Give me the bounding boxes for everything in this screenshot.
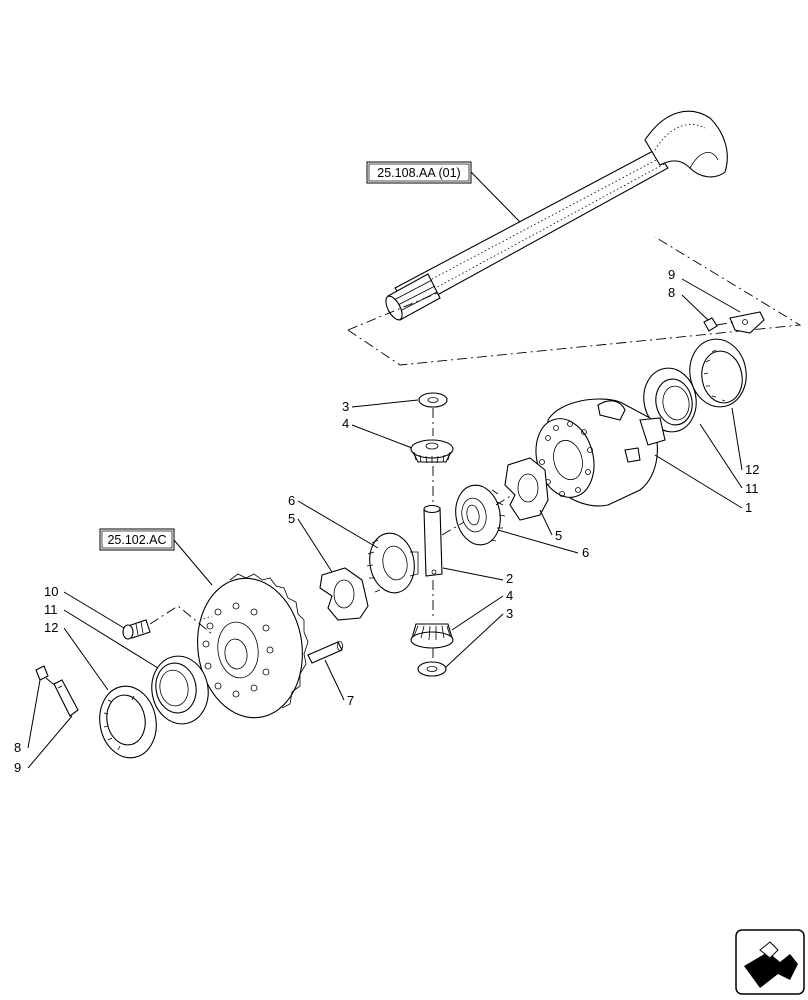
- callout-5-right: 5: [555, 528, 562, 543]
- bearing-right: [643, 367, 697, 433]
- roll-pin: [307, 641, 343, 664]
- reference-axle-shaft[interactable]: 25.108.AA (01): [366, 161, 472, 184]
- callout-8-left: 8: [14, 740, 21, 755]
- callout-3-bottom: 3: [506, 606, 513, 621]
- lock-plate-left: [53, 679, 79, 717]
- callout-4-top: 4: [342, 416, 349, 431]
- adjuster-ring-left: [99, 685, 157, 759]
- thrust-plate-left: [319, 567, 369, 621]
- reference-ring-gear[interactable]: 25.102.AC: [99, 528, 175, 551]
- thrust-plate-right: [504, 457, 549, 521]
- ring-gear: [197, 573, 309, 719]
- callout-4-bottom: 4: [506, 588, 513, 603]
- side-gear-right: [455, 484, 506, 546]
- callout-9-left: 9: [14, 760, 21, 775]
- callout-11-right: 11: [745, 481, 759, 496]
- thrust-washer-top: [418, 392, 448, 408]
- callout-1: 1: [745, 500, 752, 515]
- differential-case: [535, 398, 666, 507]
- ring-gear-bolt: [122, 619, 151, 640]
- bolt-left: [35, 665, 59, 689]
- side-gear-left: [366, 532, 419, 594]
- callout-9-right: 9: [668, 267, 675, 282]
- pinion-gear-top: [410, 439, 454, 464]
- callout-7: 7: [347, 693, 354, 708]
- thrust-washer-bottom: [417, 661, 447, 677]
- callout-11-left: 11: [44, 602, 58, 617]
- bearing-left: [151, 655, 209, 725]
- adjuster-ring-right: [689, 338, 747, 408]
- next-page-arrow-icon[interactable]: [735, 929, 805, 995]
- pinion-gear-bottom: [410, 623, 454, 649]
- callout-6-right: 6: [582, 545, 589, 560]
- callout-12-left: 12: [44, 620, 58, 635]
- callout-8-right: 8: [668, 285, 675, 300]
- callout-10: 10: [44, 584, 58, 599]
- cross-pin: [423, 504, 443, 577]
- reference-axle-shaft-label: 25.108.AA (01): [377, 166, 460, 180]
- reference-ring-gear-label: 25.102.AC: [107, 533, 166, 547]
- bolt-right: [703, 317, 736, 332]
- callout-6-left: 6: [288, 493, 295, 508]
- lock-plate-right: [729, 311, 765, 334]
- callout-2: 2: [506, 571, 513, 586]
- callout-12-right: 12: [745, 462, 759, 477]
- callout-3-top: 3: [342, 399, 349, 414]
- axle-shaft: [385, 110, 728, 321]
- callout-5-left: 5: [288, 511, 295, 526]
